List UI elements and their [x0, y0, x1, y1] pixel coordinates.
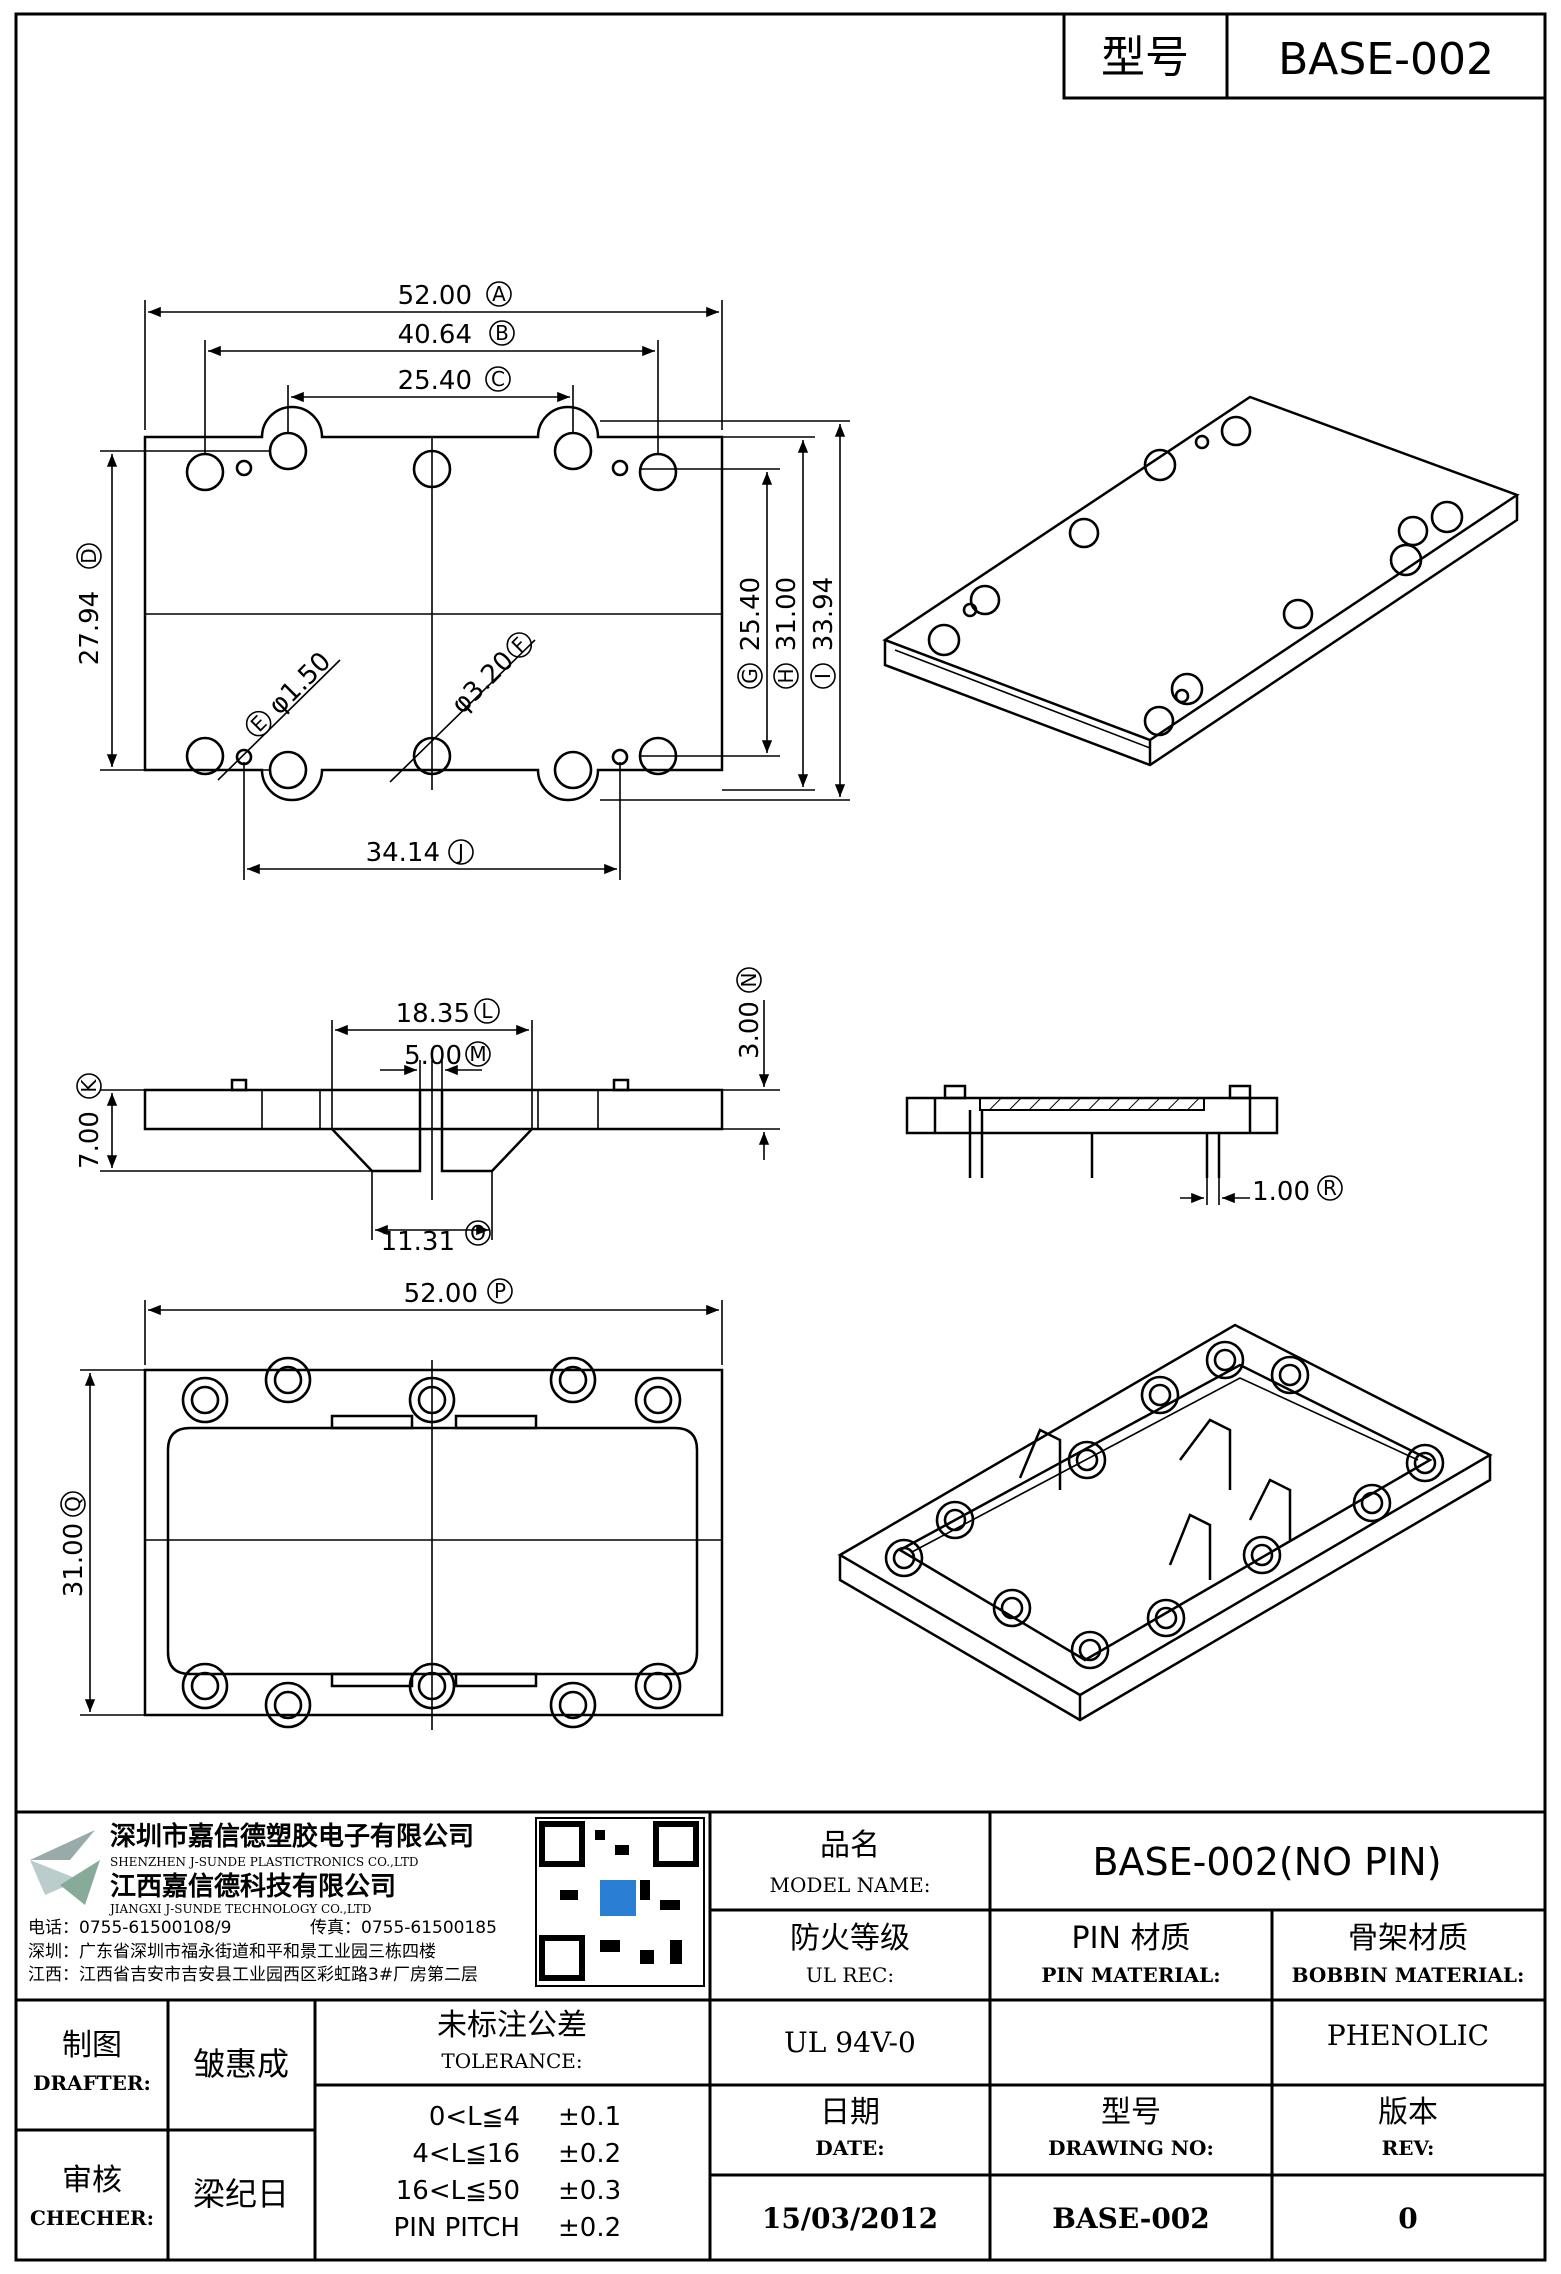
dim-i-letter: I [811, 673, 835, 679]
dim-b: 40.64 [398, 320, 472, 350]
drawing-no-en: DRAWING NO: [1048, 2136, 1214, 2160]
drawing-no-value: BASE-002 [1052, 2202, 1210, 2235]
rev-cn: 版本 [1378, 2095, 1438, 2130]
bobbin-material-en: BOBBIN MATERIAL: [1292, 1963, 1525, 1987]
dim-j: 34.14 [366, 838, 440, 868]
dim-k: 7.00 [75, 1111, 105, 1169]
dim-a-letter: A [492, 282, 506, 306]
qr-code [535, 1817, 705, 1987]
dim-a: 52.00 [398, 281, 472, 311]
company-name-cn-2: 江西嘉信德科技有限公司 [110, 1872, 396, 1902]
dim-i: 33.94 [809, 577, 839, 651]
tolerance-range-2: 4<L≦16 [412, 2139, 520, 2169]
date-value: 15/03/2012 [762, 2202, 938, 2235]
company-address-jiangxi: 江西：江西省吉安市吉安县工业园西区彩虹路3#厂房第二层 [28, 1965, 478, 1985]
tolerance-range-3: 16<L≦50 [396, 2176, 520, 2206]
sheet-border [14, 12, 1547, 2262]
tolerance-range-4: PIN PITCH [394, 2213, 520, 2243]
dim-d-letter: D [77, 548, 101, 563]
dim-n-letter: N [737, 973, 761, 988]
dim-f: φ3.20 [446, 646, 520, 720]
company-phone: 电话：0755-61500108/9 [28, 1918, 231, 1938]
title-block: 深圳市嘉信德塑胶电子有限公司 SHENZHEN J-SUNDE PLASTICT… [16, 1810, 1545, 2260]
dim-m-letter: M [469, 1042, 486, 1066]
ul-rec-value: UL 94V-0 [784, 2026, 916, 2059]
dim-c-letter: C [491, 367, 505, 391]
dim-r: 1.00 [1252, 1177, 1310, 1207]
drawing-no-cn: 型号 [1101, 2095, 1161, 2130]
dim-q-letter: Q [61, 1496, 85, 1512]
dim-r-letter: R [1323, 1176, 1337, 1200]
company-name-en-2: JIANGXI J-SUNDE TECHNOLOGY CO.,LTD [108, 1902, 372, 1916]
dim-h: 31.00 [772, 577, 802, 651]
model-name-en: MODEL NAME: [770, 1873, 931, 1897]
header-model-value: BASE-002 [1278, 34, 1494, 85]
dim-k-letter: K [77, 1079, 101, 1093]
dim-p-letter: P [494, 1279, 506, 1303]
company-fax: 传真：0755-61500185 [310, 1918, 497, 1938]
isometric-view-top [882, 395, 1520, 767]
dim-c: 25.40 [398, 366, 472, 396]
ul-rec-cn: 防火等级 [790, 1921, 910, 1956]
dim-l: 18.35 [396, 999, 470, 1029]
model-name-value: BASE-002(NO PIN) [1092, 1840, 1441, 1884]
dim-o-letter: O [470, 1221, 486, 1245]
header-model-box: 型号 BASE-002 [1062, 12, 1547, 100]
company-name-cn-1: 深圳市嘉信德塑胶电子有限公司 [110, 1821, 474, 1852]
tolerance-range-1: 0<L≦4 [429, 2102, 520, 2132]
rev-value: 0 [1398, 2202, 1417, 2235]
bobbin-material-cn: 骨架材质 [1348, 1921, 1468, 1956]
pin-material-cn: PIN 材质 [1072, 1921, 1191, 1956]
drafter-cn: 制图 [62, 2028, 122, 2063]
drafter-en: DRAFTER: [33, 2071, 151, 2095]
header-model-label: 型号 [1101, 32, 1189, 83]
dim-j-letter: J [456, 840, 464, 864]
tolerance-value-3: ±0.3 [558, 2176, 621, 2206]
company-logo [30, 1830, 100, 1905]
dim-b-letter: B [495, 321, 509, 345]
tolerance-value-2: ±0.2 [558, 2139, 621, 2169]
model-name-cn: 品名 [820, 1828, 880, 1863]
side-view: 18.35 L 5.00 M 11.31 O 7.00 K 3.00 N [75, 967, 780, 1257]
dim-l-letter: L [481, 999, 493, 1023]
bobbin-material-value: PHENOLIC [1327, 2019, 1489, 2052]
pin-material-en: PIN MATERIAL: [1041, 1963, 1220, 1987]
date-cn: 日期 [820, 2095, 880, 2130]
isometric-view-bottom [837, 1323, 1493, 1722]
checker-en: CHECHER: [30, 2206, 154, 2230]
drafter-name: 皱惠成 [193, 2045, 289, 2083]
tolerance-en: TOLERANCE: [441, 2049, 582, 2073]
dim-n: 3.00 [735, 1001, 765, 1059]
dim-h-letter: H [774, 668, 798, 683]
top-view: 52.00 A 40.64 B 25.40 C 34.14 J 27.94 D … [75, 281, 850, 880]
checker-cn: 审核 [62, 2163, 122, 2198]
company-address-shenzhen: 深圳：广东省深圳市福永街道和平和景工业园三栋四楼 [28, 1942, 436, 1962]
checker-name: 梁纪日 [193, 2175, 289, 2213]
dim-o: 11.31 [381, 1227, 455, 1257]
tolerance-cn: 未标注公差 [437, 2008, 587, 2043]
tolerance-value-1: ±0.1 [558, 2102, 621, 2132]
dim-g: 25.40 [736, 577, 766, 651]
rev-en: REV: [1382, 2136, 1435, 2160]
company-name-en-1: SHENZHEN J-SUNDE PLASTICTRONICS CO.,LTD [110, 1855, 418, 1869]
bottom-view: 52.00 P 31.00 Q [59, 1278, 724, 1730]
dim-d: 27.94 [75, 591, 105, 665]
date-en: DATE: [815, 2136, 884, 2160]
dim-g-letter: G [738, 668, 762, 684]
tolerance-table: 0<L≦4 ±0.1 4<L≦16 ±0.2 16<L≦50 ±0.3 PIN … [394, 2102, 622, 2243]
section-view: 1.00 R [905, 1084, 1343, 1207]
dim-q: 31.00 [59, 1523, 89, 1597]
dim-p: 52.00 [404, 1279, 478, 1309]
tolerance-value-4: ±0.2 [558, 2213, 621, 2243]
dim-m: 5.00 [404, 1041, 462, 1071]
dim-e-letter: E [246, 711, 272, 737]
dim-e: φ1.50 [263, 647, 337, 721]
ul-rec-en: UL REC: [806, 1963, 894, 1987]
